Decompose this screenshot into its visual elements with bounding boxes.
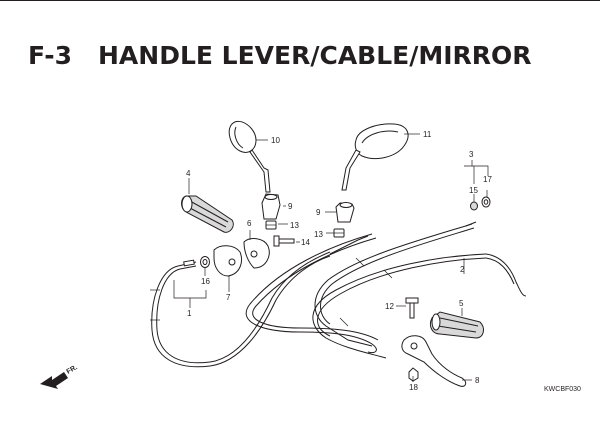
callout-16: 16 bbox=[201, 277, 210, 286]
mirror-boot-left bbox=[261, 193, 281, 220]
cable-collar bbox=[200, 256, 210, 268]
mirror-boot-right bbox=[335, 202, 355, 223]
section-number: F-3 bbox=[28, 41, 72, 70]
figure-code: KWCBF030 bbox=[544, 386, 581, 393]
pivot-screw bbox=[405, 297, 419, 319]
brake-cable-rear bbox=[312, 253, 527, 359]
callout-15: 15 bbox=[469, 186, 478, 195]
callout-11: 11 bbox=[423, 130, 432, 139]
nut-right bbox=[333, 228, 345, 238]
callout-7: 7 bbox=[226, 293, 231, 302]
page-title: HANDLE LEVER/CABLE/MIRROR bbox=[98, 41, 532, 70]
throttle-cable-lower bbox=[245, 233, 379, 353]
callout-13-left: 13 bbox=[290, 221, 299, 230]
adjuster-nut bbox=[470, 196, 491, 211]
leader-lines bbox=[173, 133, 489, 382]
callout-2: 2 bbox=[460, 265, 465, 274]
callout-9-right: 9 bbox=[316, 208, 321, 217]
callout-5: 5 bbox=[459, 299, 464, 308]
right-grip bbox=[429, 311, 484, 339]
callout-9-left: 9 bbox=[288, 202, 293, 211]
housing-screw bbox=[273, 235, 295, 247]
callout-6: 6 bbox=[247, 219, 252, 228]
throttle-cable bbox=[150, 235, 369, 368]
nut-left bbox=[265, 220, 277, 230]
right-mirror bbox=[341, 123, 409, 191]
front-label: FR. bbox=[66, 364, 79, 376]
callout-3: 3 bbox=[469, 150, 474, 159]
left-mirror bbox=[228, 120, 271, 193]
callout-13-right: 13 bbox=[314, 230, 323, 239]
callout-18: 18 bbox=[409, 383, 418, 392]
callout-17: 17 bbox=[483, 175, 492, 184]
callout-1: 1 bbox=[187, 309, 192, 318]
left-grip bbox=[181, 195, 234, 233]
callout-14: 14 bbox=[301, 238, 310, 247]
callout-8: 8 bbox=[475, 376, 480, 385]
front-direction-arrow: FR. bbox=[40, 364, 79, 389]
callout-12: 12 bbox=[385, 302, 394, 311]
brake-lever bbox=[401, 335, 467, 387]
callout-4: 4 bbox=[186, 169, 191, 178]
throttle-housing bbox=[213, 238, 270, 277]
pivot-nut bbox=[408, 367, 419, 382]
callout-10: 10 bbox=[271, 136, 280, 145]
